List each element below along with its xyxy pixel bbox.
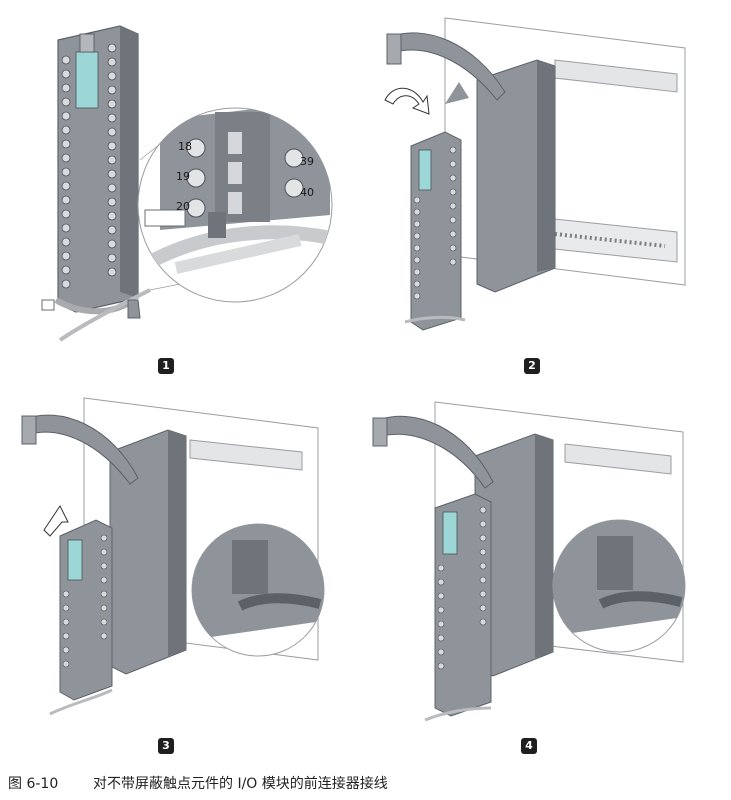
final-position-drawing (372, 401, 686, 722)
step-number-badge: 1 (158, 358, 174, 374)
front-connector (49, 519, 113, 716)
terminal-number: 40 (300, 186, 314, 199)
detail-magnifier (191, 523, 325, 657)
detail-magnifier (552, 519, 686, 653)
step-1-illustration: 18 19 20 39 40 1 (0, 0, 365, 390)
terminal-number: 19 (176, 170, 190, 183)
terminal-number: 20 (176, 200, 190, 213)
front-connector (404, 131, 466, 331)
front-connector-drawing: 18 19 20 39 40 (41, 25, 333, 342)
io-module (445, 59, 556, 293)
step-3-illustration: 3 (0, 390, 365, 765)
front-connector (41, 25, 151, 342)
terminal-number: 39 (300, 155, 314, 168)
push-arrow-icon (43, 505, 69, 537)
figure-title: 对不带屏蔽触点元件的 I/O 模块的前连接器接线 (93, 776, 388, 792)
detail-magnifier: 18 19 20 39 40 (137, 107, 333, 303)
step-number-badge: 4 (521, 738, 537, 754)
figure-number: 图 6-10 (8, 776, 59, 792)
step-number-badge: 2 (524, 358, 540, 374)
front-cover-open (372, 415, 494, 489)
terminal-number: 18 (178, 140, 192, 153)
front-connector (424, 493, 492, 722)
io-module (109, 429, 187, 675)
front-cover-open (386, 32, 506, 101)
module-open-cover-drawing (384, 17, 686, 331)
front-cover-open (21, 414, 139, 485)
insert-connector-drawing (21, 397, 325, 716)
figure-caption: 图 6-10 对不带屏蔽触点元件的 I/O 模块的前连接器接线 (8, 772, 723, 794)
rotate-arrow-icon (384, 87, 430, 115)
step-number-badge: 3 (158, 738, 174, 754)
step-4-illustration: 4 (365, 390, 731, 765)
step-2-illustration: 2 (365, 0, 731, 390)
